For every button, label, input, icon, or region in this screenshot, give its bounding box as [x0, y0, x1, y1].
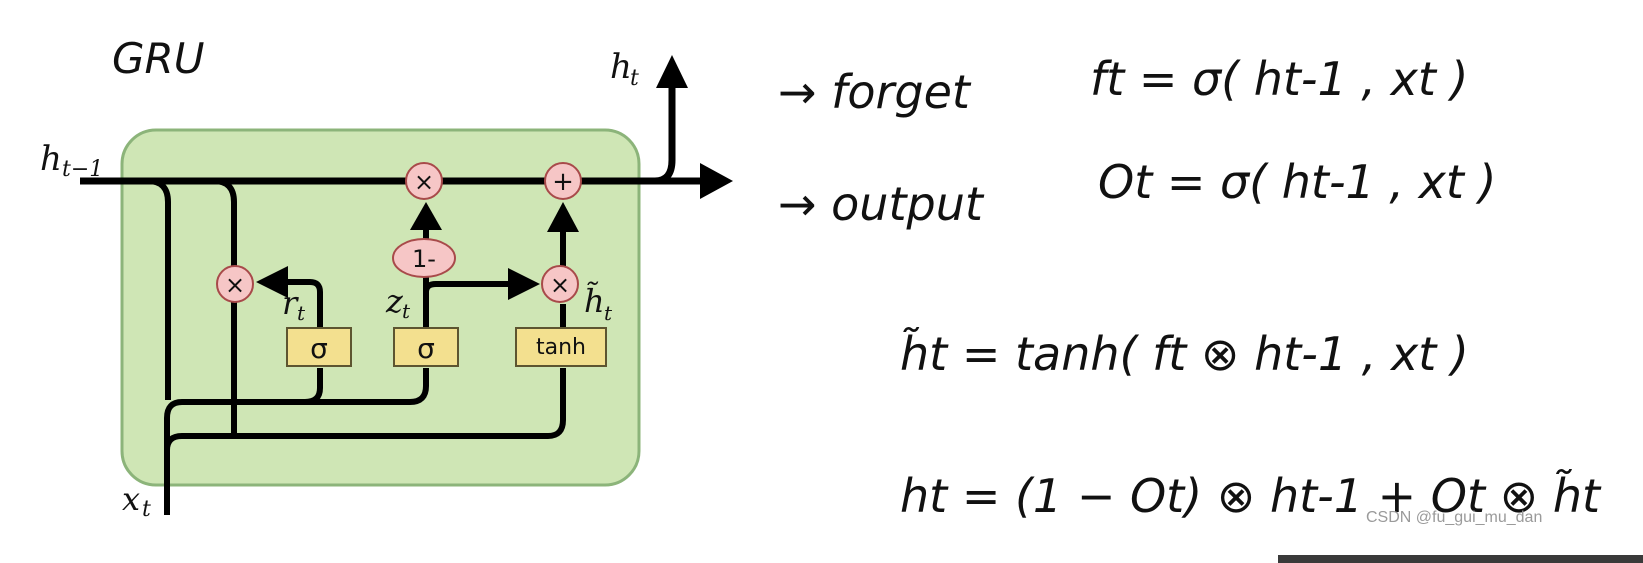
gru-cell — [120, 128, 641, 487]
r-gate-arrowhead — [256, 266, 288, 298]
svg-text:×: × — [414, 168, 434, 196]
note-hidden-equation: ht = (1 − Ot) ⊗ ht-1 + Ot ⊗ h̃t — [900, 469, 1602, 523]
h-prev-branch-2 — [213, 178, 237, 438]
note-forget-equation: ft = σ( ht-1 , xt ) — [1090, 52, 1469, 106]
bottom-edge-bar — [1278, 555, 1643, 563]
svg-text:t: t — [630, 66, 639, 91]
reset-sigma-gate: σ — [286, 327, 352, 367]
mult-op-top: × — [405, 162, 443, 200]
output-branch-line — [654, 88, 676, 185]
h-prev-branch-1 — [147, 178, 171, 400]
svg-text:1-: 1- — [412, 245, 436, 273]
update-sigma-gate: σ — [393, 327, 459, 367]
output-arrowhead — [656, 55, 688, 88]
watermark: CSDN @fu_gui_mu_dan — [1366, 509, 1543, 526]
r-gate-line — [288, 279, 323, 327]
label-h-tilde: h̃ t — [584, 282, 613, 325]
svg-text:t: t — [604, 301, 613, 325]
mult-to-plus-arrowhead — [547, 202, 579, 232]
z-gate-arrowhead-up — [410, 202, 442, 230]
label-h-prev: h t−1 — [40, 139, 103, 182]
add-op-top: + — [544, 162, 582, 200]
svg-text:t: t — [142, 497, 151, 522]
svg-text:t: t — [402, 299, 411, 323]
label-r: r t — [282, 284, 306, 325]
svg-text:tanh: tanh — [536, 335, 586, 360]
z-gate-arrowhead-right — [508, 268, 540, 300]
label-x-in: x t — [122, 480, 151, 522]
svg-text:σ: σ — [310, 332, 328, 365]
input-to-tanh-line — [164, 368, 566, 451]
z-gate-line-right — [423, 281, 510, 300]
hidden-state-arrowhead — [700, 163, 733, 199]
svg-text:+: + — [552, 167, 574, 197]
svg-text:h̃: h̃ — [584, 282, 605, 320]
svg-text:x: x — [122, 480, 140, 518]
diagram-title: GRU — [112, 34, 204, 83]
svg-text:z: z — [385, 282, 404, 320]
one-minus-op: 1- — [392, 238, 456, 278]
svg-text:×: × — [550, 271, 570, 299]
note-candidate-equation: h̃t = tanh( ft ⊗ ht-1 , xt ) — [900, 327, 1469, 381]
svg-text:h: h — [610, 47, 632, 87]
note-output-equation: Ot = σ( ht-1 , xt ) — [1098, 155, 1497, 209]
input-to-r-gate-line — [304, 368, 323, 405]
reset-mult-op: × — [216, 265, 254, 303]
svg-text:t: t — [297, 301, 306, 325]
candidate-mult-op: × — [541, 265, 579, 303]
svg-text:r: r — [282, 284, 299, 322]
input-line — [164, 368, 429, 515]
label-z: z t — [385, 282, 411, 323]
note-output-word: → output — [778, 177, 985, 231]
svg-text:×: × — [225, 271, 245, 299]
svg-text:t−1: t−1 — [62, 157, 103, 182]
note-forget-word: → forget — [778, 65, 972, 119]
tanh-gate: tanh — [515, 327, 607, 367]
svg-text:h: h — [40, 139, 62, 179]
svg-text:σ: σ — [417, 332, 435, 365]
label-h-out: h t — [610, 47, 639, 91]
